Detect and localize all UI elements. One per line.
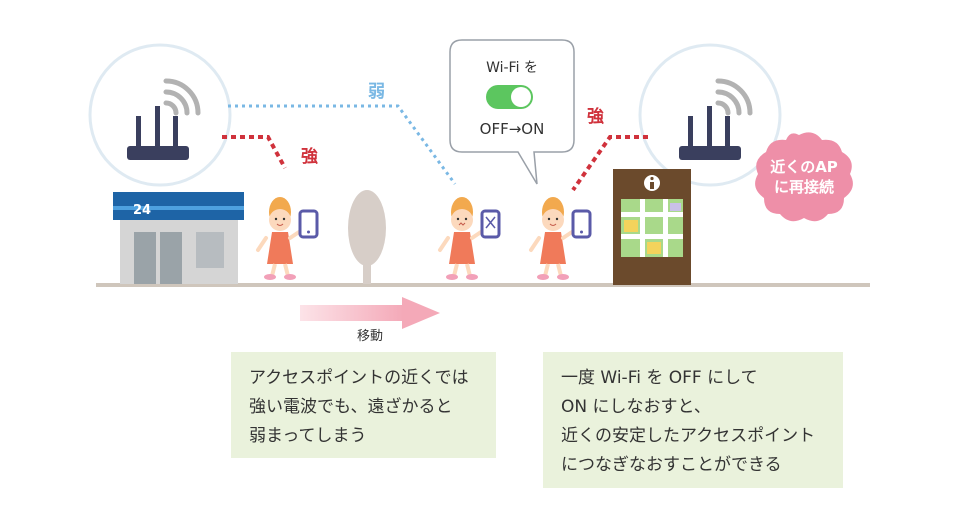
note-left-line: 弱まってしまう	[249, 426, 367, 446]
phone-icon	[298, 209, 319, 239]
phone-icon	[480, 209, 501, 239]
ground-line	[96, 283, 870, 287]
router-icon	[127, 106, 189, 160]
store-sign: 24	[133, 203, 151, 218]
note-left-line: 強い電波でも、遠ざかると	[249, 397, 453, 417]
note-left-line: アクセスポイントの近くでは	[249, 368, 469, 388]
wifi-toggle	[486, 85, 533, 109]
wifi-signal-icon	[163, 78, 201, 116]
wifi-signal-icon	[715, 78, 753, 116]
move-label: 移動	[357, 329, 383, 344]
right-router-bubble	[638, 43, 782, 187]
speech-bubble-line2: OFF→ON	[480, 120, 545, 138]
speech-bubble	[449, 39, 575, 185]
reconnect-badge-line2: に再接続	[774, 178, 834, 196]
store-icon	[113, 192, 244, 284]
reconnect-badge	[755, 132, 853, 222]
label-weak: 弱	[368, 82, 385, 102]
child-figure-2	[438, 197, 486, 280]
label-strong-left: 強	[301, 146, 318, 167]
note-right-line: 一度 Wi-Fi を OFF にして	[561, 368, 758, 388]
note-right-line: 近くの安定したアクセスポイント	[561, 426, 816, 446]
label-strong-right: 強	[587, 106, 604, 127]
speech-bubble-line1: Wi-Fi を	[486, 60, 538, 76]
note-right-line: につなぎなおすことができる	[561, 455, 782, 475]
map-icon	[621, 199, 683, 257]
reconnect-badge-line1: 近くのAP	[770, 158, 838, 176]
router-icon	[679, 106, 741, 160]
strong-signal-line-left	[222, 135, 287, 169]
info-kiosk	[613, 169, 691, 285]
child-figure-1	[256, 197, 304, 280]
note-left: アクセスポイントの近くでは 強い電波でも、遠ざかると 弱まってしまう	[231, 352, 496, 458]
weak-signal-line	[228, 104, 457, 185]
note-right: 一度 Wi-Fi を OFF にして ON にしなおすと、 近くの安定したアクセ…	[543, 352, 843, 488]
child-figure-3	[529, 197, 577, 280]
tree-icon	[348, 190, 386, 284]
left-router-bubble	[88, 43, 232, 187]
move-arrow	[300, 297, 440, 329]
strong-signal-line-right	[571, 135, 648, 192]
note-right-line: ON にしなおすと、	[561, 397, 711, 417]
phone-icon	[571, 209, 592, 239]
